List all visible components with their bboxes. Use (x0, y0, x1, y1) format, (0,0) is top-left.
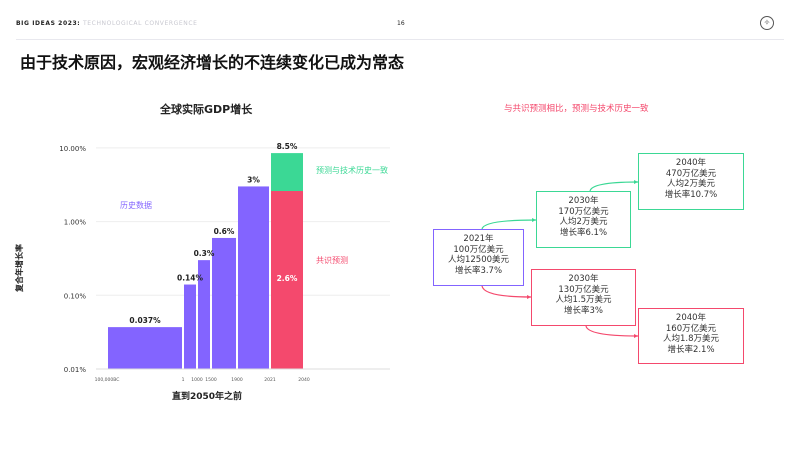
scenario-line: 2030年 (568, 196, 599, 206)
x-tick-label: 1500 (205, 377, 217, 383)
bar-value-label: 8.5% (277, 142, 298, 151)
x-axis-label: 直到2050年之前 (172, 392, 243, 402)
scenario-line: 2030年 (568, 274, 599, 284)
scenario-line: 160万亿美元 (665, 323, 717, 334)
arrow-head-icon (527, 295, 531, 299)
x-tick-label: 1000 (191, 377, 203, 383)
bar-history (184, 284, 196, 369)
arrow-head-icon (634, 334, 638, 338)
arrow-connector (481, 219, 537, 230)
bar-value-label: 0.037% (129, 316, 161, 325)
bar-value-label: 0.14% (177, 274, 204, 283)
arrow-connector (481, 285, 532, 298)
annotation-tech: 预测与技术历史一致 (316, 166, 388, 175)
header-brand: BIG IDEAS 2023: TECHNOLOGICAL CONVERGENC… (16, 20, 198, 27)
y-tick-label: 0.10% (64, 292, 87, 300)
scenario-line: 增长率3% (564, 305, 603, 316)
arrow-head-icon (634, 180, 638, 184)
scenario-line: 增长率6.1% (559, 227, 608, 238)
bar-history (198, 260, 210, 369)
header-divider (16, 39, 784, 40)
x-tick-label: 1 (182, 377, 185, 383)
chart-title: 全球实际GDP增长 (160, 103, 253, 116)
scenario-line: 470万亿美元 (665, 168, 717, 179)
scenario-line: 人均1.5万美元 (555, 295, 612, 305)
arrow-connector (589, 181, 639, 192)
bar-value-label: 0.6% (214, 227, 235, 236)
scenario-line: 增长率2.1% (667, 344, 715, 355)
bar-history (108, 327, 182, 369)
scenario-line: 170万亿美元 (558, 206, 609, 217)
scenario-line: 增长率10.7% (664, 189, 718, 200)
arrow-head-icon (532, 218, 536, 222)
arrow-connector (585, 325, 639, 337)
y-tick-label: 0.01% (64, 366, 87, 374)
scenario-line: 人均2万美元 (667, 179, 715, 189)
x-tick-label: 1900 (231, 377, 243, 383)
x-tick-label: 2040 (298, 377, 310, 383)
bar-history (212, 237, 236, 369)
scenario-line: 人均1.8万美元 (662, 334, 720, 344)
scenario-line: 2021年 (463, 234, 494, 244)
bar-value-label: 3% (247, 175, 260, 184)
bar-value-label: 2.6% (277, 274, 298, 283)
bar-value-label: 0.3% (194, 249, 215, 258)
scenario-line: 人均12500美元 (447, 255, 510, 265)
bar-consensus (271, 191, 303, 369)
y-tick-label: 10.00% (59, 145, 86, 153)
scenario-line: 增长率3.7% (454, 265, 503, 276)
scenario-line: 人均2万美元 (559, 217, 608, 227)
y-axis-label: 复合年增长率 (15, 244, 24, 292)
logo-icon: ✧ (760, 16, 774, 30)
page-title: 由于技术原因，宏观经济增长的不连续变化已成为常态 (20, 53, 405, 72)
scenario-line: 100万亿美元 (453, 244, 504, 255)
diagram-title: 与共识预测相比，预测与技术历史一致 (504, 104, 649, 114)
page-number: 16 (397, 20, 405, 27)
scenario-line: 130万亿美元 (558, 284, 609, 295)
x-tick-label: 100,000BC (95, 377, 120, 383)
bar-history (238, 186, 269, 369)
x-tick-label: 2021 (264, 377, 276, 383)
y-tick-label: 1.00% (64, 219, 87, 227)
annotation-history: 历史数据 (120, 201, 152, 210)
scenario-line: 2040年 (675, 158, 707, 168)
annotation-consensus: 共识预测 (316, 256, 348, 265)
scenario-line: 2040年 (675, 313, 707, 323)
